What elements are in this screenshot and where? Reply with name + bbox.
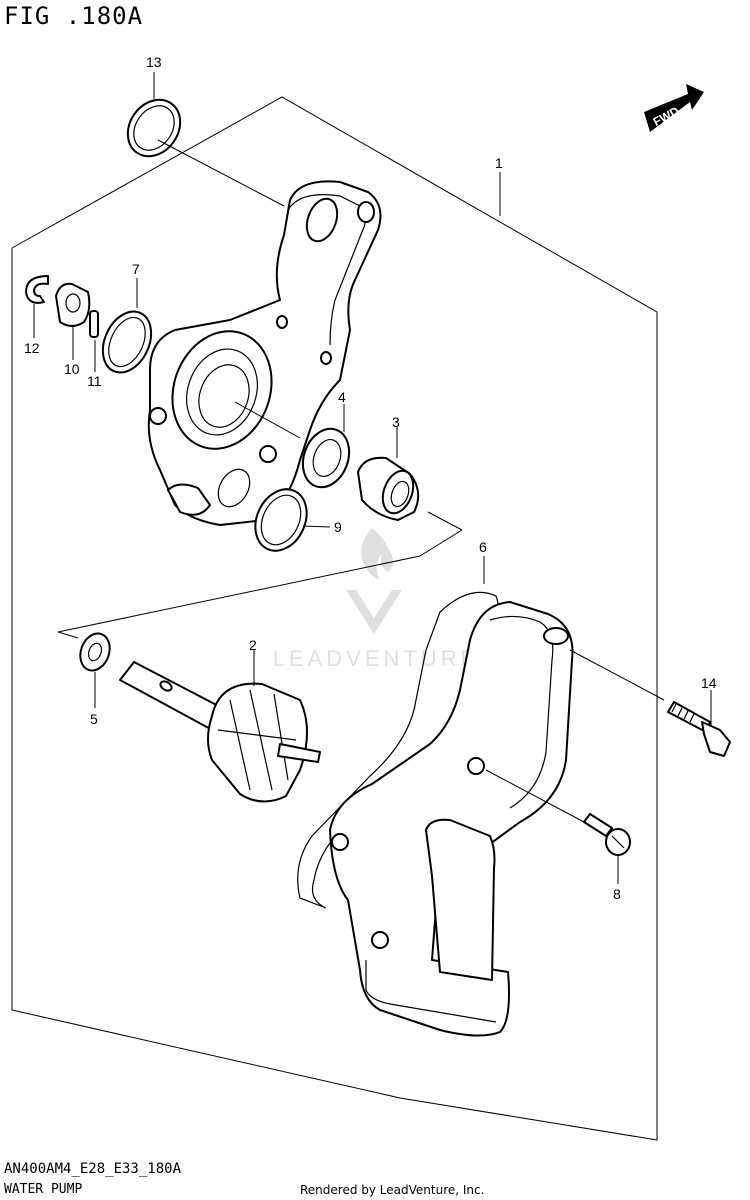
- figure-title: FIG .180A: [4, 2, 144, 30]
- callout-8: 8: [613, 886, 621, 902]
- seal-10: [55, 282, 91, 327]
- pump-cover: [329, 601, 574, 1037]
- watermark-text: LEADVENTURE: [273, 646, 480, 671]
- callout-7: 7: [132, 261, 140, 277]
- o-ring-9: [254, 488, 308, 552]
- callout-6: 6: [479, 539, 487, 555]
- callout-3: 3: [392, 414, 400, 430]
- callout-2: 2: [249, 637, 257, 653]
- callout-12: 12: [24, 340, 40, 356]
- credit-text: Rendered by LeadVenture, Inc.: [300, 1183, 485, 1197]
- callout-9: 9: [334, 519, 342, 535]
- bolt-14: [667, 701, 731, 757]
- impeller-shaft-2: [119, 661, 321, 803]
- o-ring-13: [126, 98, 182, 158]
- callout-labels: 1 2 3 4 5 6 7 8 9 10 11 12 13 14: [24, 54, 717, 902]
- mechanical-seal-3: [357, 456, 420, 521]
- forward-arrow-icon: FWD: [644, 84, 704, 132]
- callout-5: 5: [90, 711, 98, 727]
- callout-4: 4: [338, 389, 346, 405]
- screw-8: [583, 813, 631, 856]
- callout-11: 11: [87, 373, 102, 389]
- circlip-12: [25, 275, 49, 304]
- o-ring-7: [101, 310, 153, 374]
- leadventure-watermark: LEADVENTURE: [273, 528, 480, 671]
- assembly-outline: [11, 96, 658, 1141]
- callout-13: 13: [146, 54, 162, 70]
- figure-name: WATER PUMP: [4, 1182, 83, 1197]
- figure-code: AN400AM4_E28_E33_180A: [4, 1161, 182, 1177]
- pump-case-body: [147, 180, 382, 526]
- washer-5: [79, 632, 111, 672]
- gasket-6: [297, 591, 499, 909]
- bearing-4: [301, 427, 351, 489]
- pin-11: [89, 310, 99, 338]
- callout-14: 14: [701, 675, 717, 691]
- callout-1: 1: [495, 155, 503, 171]
- callout-10: 10: [64, 361, 80, 377]
